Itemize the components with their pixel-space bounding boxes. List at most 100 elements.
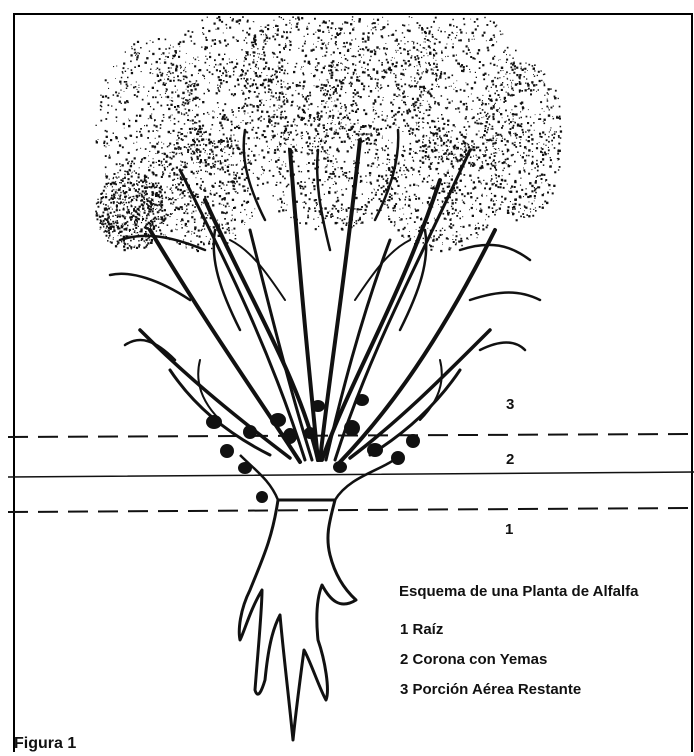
foliage-dot [155,204,157,206]
foliage-dot [417,81,418,82]
foliage-dot [365,68,366,69]
foliage-dot [186,147,187,148]
foliage-dot [495,99,497,101]
foliage-dot [558,169,559,170]
foliage-dot [368,32,370,34]
foliage-dot [471,180,472,181]
foliage-dot [412,169,414,171]
foliage-dot [121,103,122,104]
foliage-dot [210,166,211,167]
foliage-dot [497,78,499,80]
foliage-dot [411,80,412,81]
foliage-dot [442,201,443,202]
foliage-dot [515,146,517,148]
foliage-dot [111,182,112,183]
foliage-dot [146,57,148,59]
foliage-dot [136,200,138,202]
foliage-dot [519,125,521,127]
foliage-dot [112,186,113,187]
foliage-dot [425,88,426,89]
foliage-dot [529,130,530,131]
foliage-dot [479,108,480,109]
foliage-dot [409,196,410,197]
foliage-dot [419,150,420,151]
foliage-dot [442,60,444,62]
foliage-dot [202,32,203,33]
foliage-dot [283,138,285,140]
foliage-dot [519,89,521,91]
foliage-dot [323,84,325,86]
foliage-dot [363,55,364,56]
foliage-dot [205,150,206,151]
foliage-dot [400,53,402,55]
foliage-dot [197,97,199,99]
foliage-dot [486,214,487,215]
foliage-dot [286,31,288,33]
foliage-dot [252,48,253,49]
foliage-dot [198,73,199,74]
foliage-dot [321,87,323,89]
foliage-dot [555,90,557,92]
foliage-dot [193,83,194,84]
foliage-dot [200,169,202,171]
foliage-dot [435,66,437,68]
foliage-dot [428,197,430,199]
foliage-dot [441,190,443,192]
foliage-dot [344,77,346,79]
foliage-dot [372,32,373,33]
foliage-dot [497,209,498,210]
foliage-dot [196,144,198,146]
foliage-dot [335,79,337,81]
foliage-dot [322,148,323,149]
foliage-dot [402,131,403,132]
foliage-dot [358,51,359,52]
foliage-dot [312,143,313,144]
foliage-dot [233,172,235,174]
foliage-dot [345,66,346,67]
foliage-dot [486,132,488,134]
foliage-dot [519,78,520,79]
foliage-dot [332,35,333,36]
foliage-dot [428,146,430,148]
foliage-dot [198,149,200,151]
foliage-dot [519,83,521,85]
foliage-dot [476,148,477,149]
foliage-dot [504,97,506,99]
foliage-dot [315,228,317,230]
foliage-dot [456,90,458,92]
foliage-dot [434,43,436,45]
foliage-dot [269,37,271,39]
foliage-dot [262,169,263,170]
foliage-dot [326,93,328,95]
foliage-dot [144,210,145,211]
foliage-dot [222,58,224,60]
foliage-dot [289,40,290,41]
foliage-dot [280,112,282,114]
foliage-dot [179,175,180,176]
foliage-dot [401,65,403,67]
foliage-dot [137,52,138,53]
foliage-dot [417,72,419,74]
foliage-dot [495,85,497,87]
foliage-dot [281,86,283,88]
foliage-dot [399,199,401,201]
foliage-dot [480,123,482,125]
foliage-dot [398,163,400,165]
foliage-dot [349,83,350,84]
foliage-dot [508,212,510,214]
foliage-dot [322,56,323,57]
foliage-dot [338,176,340,178]
foliage-dot [113,228,114,229]
foliage-dot [453,235,454,236]
foliage-dot [415,85,417,87]
foliage-dot [511,86,512,87]
foliage-dot [329,111,331,113]
foliage-dot [508,94,510,96]
foliage-dot [455,37,456,38]
foliage-dot [219,40,221,42]
foliage-dot [468,49,470,51]
foliage-dot [452,46,454,48]
foliage-dot [507,184,508,185]
foliage-dot [396,96,397,97]
foliage-dot [163,220,165,222]
